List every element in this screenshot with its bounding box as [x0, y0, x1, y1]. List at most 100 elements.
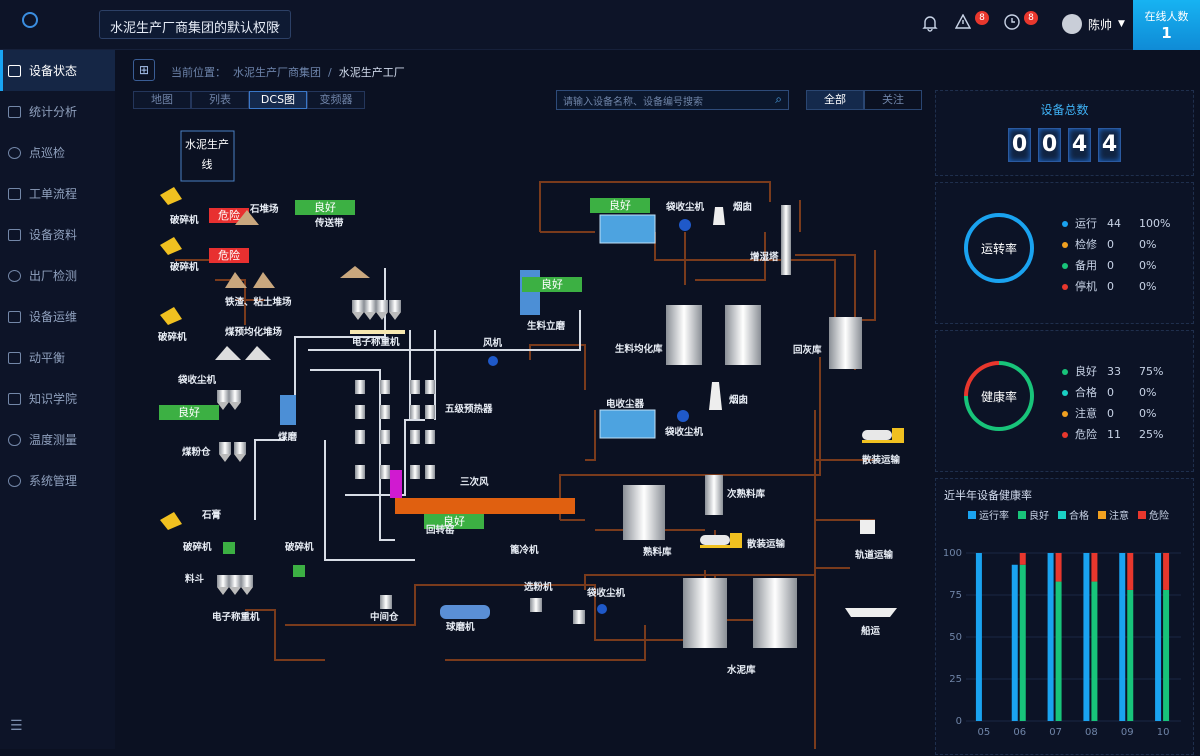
- breadcrumb-group[interactable]: 水泥生产厂商集团: [233, 66, 321, 79]
- user-menu[interactable]: 陈帅 ▼: [1062, 14, 1125, 34]
- equipment-label: 煤粉仓: [182, 446, 211, 458]
- avatar: [1062, 14, 1082, 34]
- equipment-label: 电子称重机: [212, 611, 260, 623]
- alarm-warning-button[interactable]: 8: [954, 11, 989, 36]
- hopper-cone: [241, 587, 253, 595]
- collapse-menu-icon[interactable]: ☰: [10, 718, 23, 734]
- legend-label: 备用: [1075, 259, 1097, 272]
- cement-silo: [683, 578, 727, 648]
- hopper: [389, 300, 401, 312]
- online-title: 在线人数: [1144, 10, 1189, 23]
- y-tick-label: 75: [949, 590, 962, 601]
- sidebar-item-temperature[interactable]: 温度测量: [0, 419, 115, 460]
- hopper: [229, 390, 241, 402]
- bar-危险: [1019, 553, 1026, 565]
- legend-value: 0: [1107, 407, 1114, 420]
- line-title: 水泥生产: [185, 137, 229, 151]
- equipment-label: 中间仓: [370, 611, 399, 623]
- tree-toggle-button[interactable]: ⊞: [133, 59, 155, 81]
- search-input[interactable]: 请输入设备名称、设备编号搜索⌕: [556, 90, 789, 110]
- legend-swatch: [1058, 511, 1066, 519]
- clock-button[interactable]: 8: [1004, 11, 1038, 36]
- sidebar-item-label: 设备资料: [29, 228, 78, 242]
- rotary-kiln: [395, 498, 575, 514]
- sidebar-item-system[interactable]: 系统管理: [0, 460, 115, 501]
- bar-run-rate: [1155, 553, 1162, 721]
- crusher-icon: [160, 237, 182, 255]
- cement-silo: [753, 578, 797, 648]
- pipe: [539, 181, 771, 232]
- equipment-label: 破碎机: [183, 541, 212, 553]
- sidebar-item-label: 知识学院: [29, 392, 78, 406]
- tab-dcs[interactable]: DCS图: [249, 91, 307, 109]
- filter-follow-button[interactable]: 关注: [864, 90, 922, 110]
- hopper: [234, 442, 246, 454]
- thermometer-icon: [8, 433, 21, 446]
- pipe-white: [308, 310, 581, 351]
- equipment-label: 船运: [861, 625, 881, 637]
- tab-list[interactable]: 列表: [191, 91, 249, 109]
- filter-all-button[interactable]: 全部: [806, 90, 864, 110]
- sidebar-item-workflow[interactable]: 工单流程: [0, 173, 115, 214]
- sidebar-item-balance[interactable]: 动平衡: [0, 337, 115, 378]
- cyclone: [355, 405, 365, 419]
- pipe: [529, 344, 586, 390]
- dcs-diagram-svg: 水泥生产线破碎机破碎机破碎机破碎机危险危险良好石堆场传送带铁渣、粘土堆场煤预均化…: [158, 130, 904, 756]
- conveyor: [350, 330, 405, 334]
- equipment-label: 破碎机: [285, 541, 314, 553]
- status-badge: [590, 198, 650, 213]
- cyclone: [380, 465, 390, 479]
- permission-select[interactable]: 水泥生产厂商集团的默认权限⌄: [99, 10, 291, 39]
- legend-pct: 0%: [1139, 407, 1157, 420]
- pipe: [215, 279, 246, 325]
- cyclone: [410, 380, 420, 394]
- cyclone: [355, 465, 365, 479]
- legend-label: 合格: [1069, 509, 1089, 522]
- bar-run-rate: [1083, 553, 1090, 721]
- legend-dot-icon: [1062, 241, 1068, 248]
- logo-icon: [22, 12, 38, 28]
- tab-map[interactable]: 地图: [133, 91, 191, 109]
- crusher-icon: [160, 307, 182, 325]
- clock-icon: [1004, 14, 1020, 30]
- sidebar-item-device-status[interactable]: 设备状态: [0, 50, 115, 91]
- truck-base: [700, 545, 742, 548]
- sidebar-item-factory-test[interactable]: 出厂检测: [0, 255, 115, 296]
- y-tick-label: 100: [943, 548, 962, 559]
- total-digit: 0: [1038, 128, 1061, 162]
- equipment-label: 袋收尘机: [586, 587, 626, 599]
- sidebar-item-knowledge[interactable]: 知识学院: [0, 378, 115, 419]
- legend-swatch: [1018, 511, 1026, 519]
- legend-value: 33: [1107, 365, 1121, 378]
- truck-cab: [730, 533, 742, 546]
- crusher-icon: [160, 512, 182, 530]
- hopper-cone: [217, 587, 229, 595]
- sidebar-item-device-docs[interactable]: 设备资料: [0, 214, 115, 255]
- hopper: [217, 575, 229, 587]
- ball-mill: [440, 605, 490, 619]
- status-badge: [424, 514, 484, 529]
- status-badge-text: 危险: [218, 208, 240, 222]
- stockpile: [235, 210, 259, 225]
- sidebar-item-inspection[interactable]: 点巡检: [0, 132, 115, 173]
- legend-label: 良好: [1075, 365, 1097, 378]
- tab-inverter[interactable]: 变频器: [307, 91, 365, 109]
- bell-icon[interactable]: [922, 14, 938, 36]
- raw-mill: [520, 270, 540, 315]
- line-title: 线: [202, 157, 213, 171]
- pipe: [245, 609, 325, 661]
- search-icon[interactable]: ⌕: [775, 92, 782, 106]
- sidebar-item-maintenance[interactable]: 设备运维: [0, 296, 115, 337]
- health-trend-title: 近半年设备健康率: [944, 489, 1032, 502]
- dust-collector: [573, 610, 585, 624]
- user-name: 陈帅: [1088, 17, 1113, 32]
- sidebar-item-statistics[interactable]: 统计分析: [0, 91, 115, 132]
- cyclone: [355, 430, 365, 444]
- status-badge-text: 良好: [443, 514, 465, 528]
- pipe-white: [310, 369, 395, 541]
- x-tick-label: 08: [1085, 727, 1098, 738]
- equipment-label: 袋收尘机: [665, 201, 705, 213]
- hopper-cone: [352, 312, 364, 320]
